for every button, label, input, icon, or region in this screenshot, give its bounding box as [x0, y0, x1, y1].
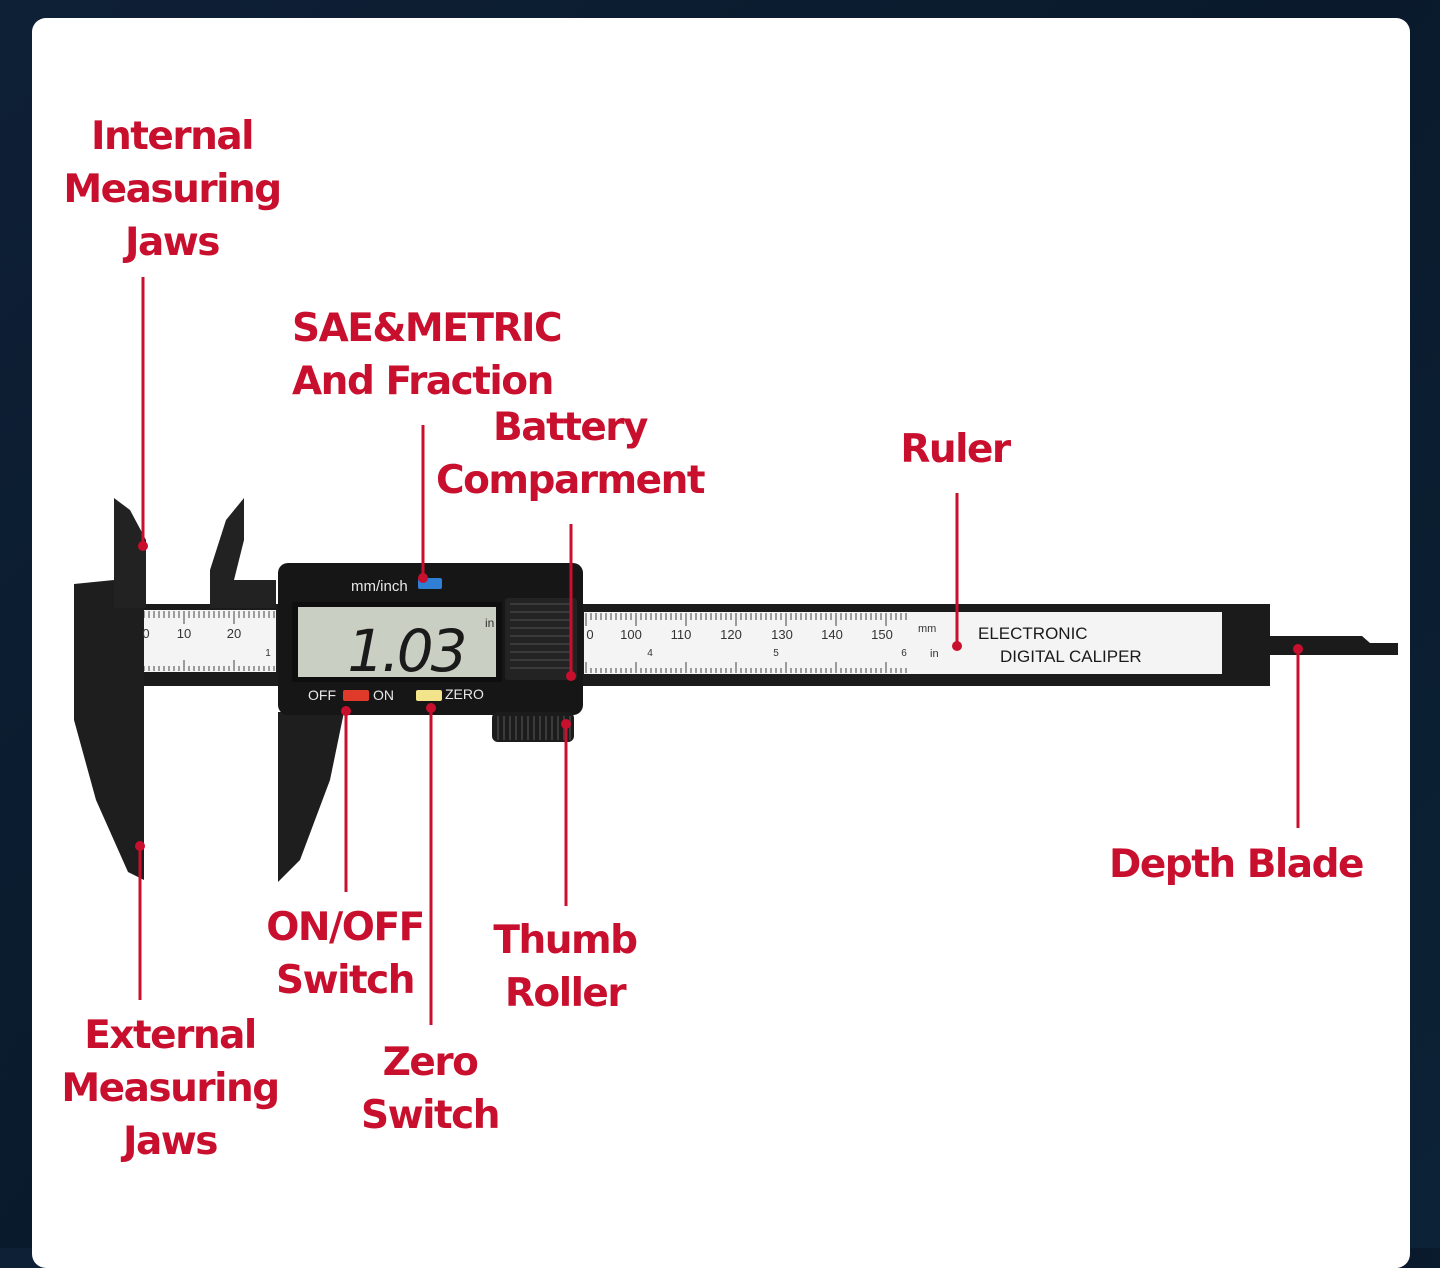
- dot-thumb-roller: [561, 719, 571, 729]
- scale-number: 0: [142, 626, 149, 641]
- on-label: ON: [373, 687, 394, 703]
- dot-ruler: [952, 641, 962, 651]
- label-ruler: Ruler: [900, 427, 1011, 472]
- sliding-internal-jaw: [210, 498, 276, 608]
- label-depth-blade: Depth Blade: [1108, 842, 1365, 887]
- unit-button-label: mm/inch: [351, 578, 408, 595]
- off-label: OFF: [308, 687, 336, 703]
- ruler-strip-right: [584, 612, 1222, 674]
- ruler-ticks-right: [585, 613, 907, 673]
- label-battery: Battery Comparment: [435, 405, 706, 503]
- scale-number: 10: [177, 626, 191, 641]
- inch-number: 1: [265, 648, 271, 659]
- label-onoff: ON/OFF Switch: [266, 905, 425, 1003]
- lcd-unit: in: [485, 616, 494, 630]
- ruler-strip-left: [130, 610, 276, 672]
- scale-number: 0: [586, 627, 593, 642]
- scale-mm-label: mm: [918, 623, 936, 635]
- scale-in-label: in: [930, 648, 939, 660]
- dot-zero: [426, 703, 436, 713]
- zero-button[interactable]: [416, 690, 442, 701]
- dot-depth-blade: [1293, 644, 1303, 654]
- dot-battery: [566, 671, 576, 681]
- label-sae-metric: SAE&METRIC And Fraction: [292, 306, 563, 404]
- lcd-value: 1.03: [347, 617, 464, 685]
- zero-label: ZERO: [445, 686, 484, 702]
- scale-number: 110: [671, 627, 692, 642]
- scale-number: 120: [720, 627, 742, 642]
- scale-number: 20: [227, 626, 241, 641]
- lcd-screen: [298, 607, 496, 677]
- scale-number: 140: [821, 627, 843, 642]
- label-zero-switch: Zero Switch: [360, 1040, 501, 1138]
- scale-number: 100: [620, 627, 642, 642]
- inch-number: 5: [773, 648, 779, 659]
- label-thumb-roller: Thumb Roller: [493, 918, 638, 1016]
- brand-line-1: ELECTRONIC: [978, 624, 1088, 643]
- brand-line-2: DIGITAL CALIPER: [1000, 647, 1142, 666]
- fixed-external-jaw: [74, 580, 144, 880]
- scale-numbers: 0 10 20 0 100 110 120 130 140 150 1 4 5 6: [142, 626, 907, 659]
- dot-onoff: [341, 706, 351, 716]
- dot-internal-jaws: [138, 541, 148, 551]
- label-internal-jaws: Internal Measuring Jaws: [63, 114, 282, 265]
- dot-sae-metric: [418, 573, 428, 583]
- onoff-button[interactable]: [343, 690, 369, 701]
- fixed-internal-jaw: [114, 498, 146, 608]
- label-external-jaws: External Measuring Jaws: [61, 1013, 280, 1164]
- scale-number: 130: [771, 627, 793, 642]
- inch-number: 4: [647, 648, 653, 659]
- dot-external-jaws: [135, 841, 145, 851]
- inch-number: 6: [901, 648, 907, 659]
- scale-number: 150: [871, 627, 893, 642]
- depth-blade: [1270, 636, 1398, 655]
- sliding-external-jaw: [278, 712, 344, 882]
